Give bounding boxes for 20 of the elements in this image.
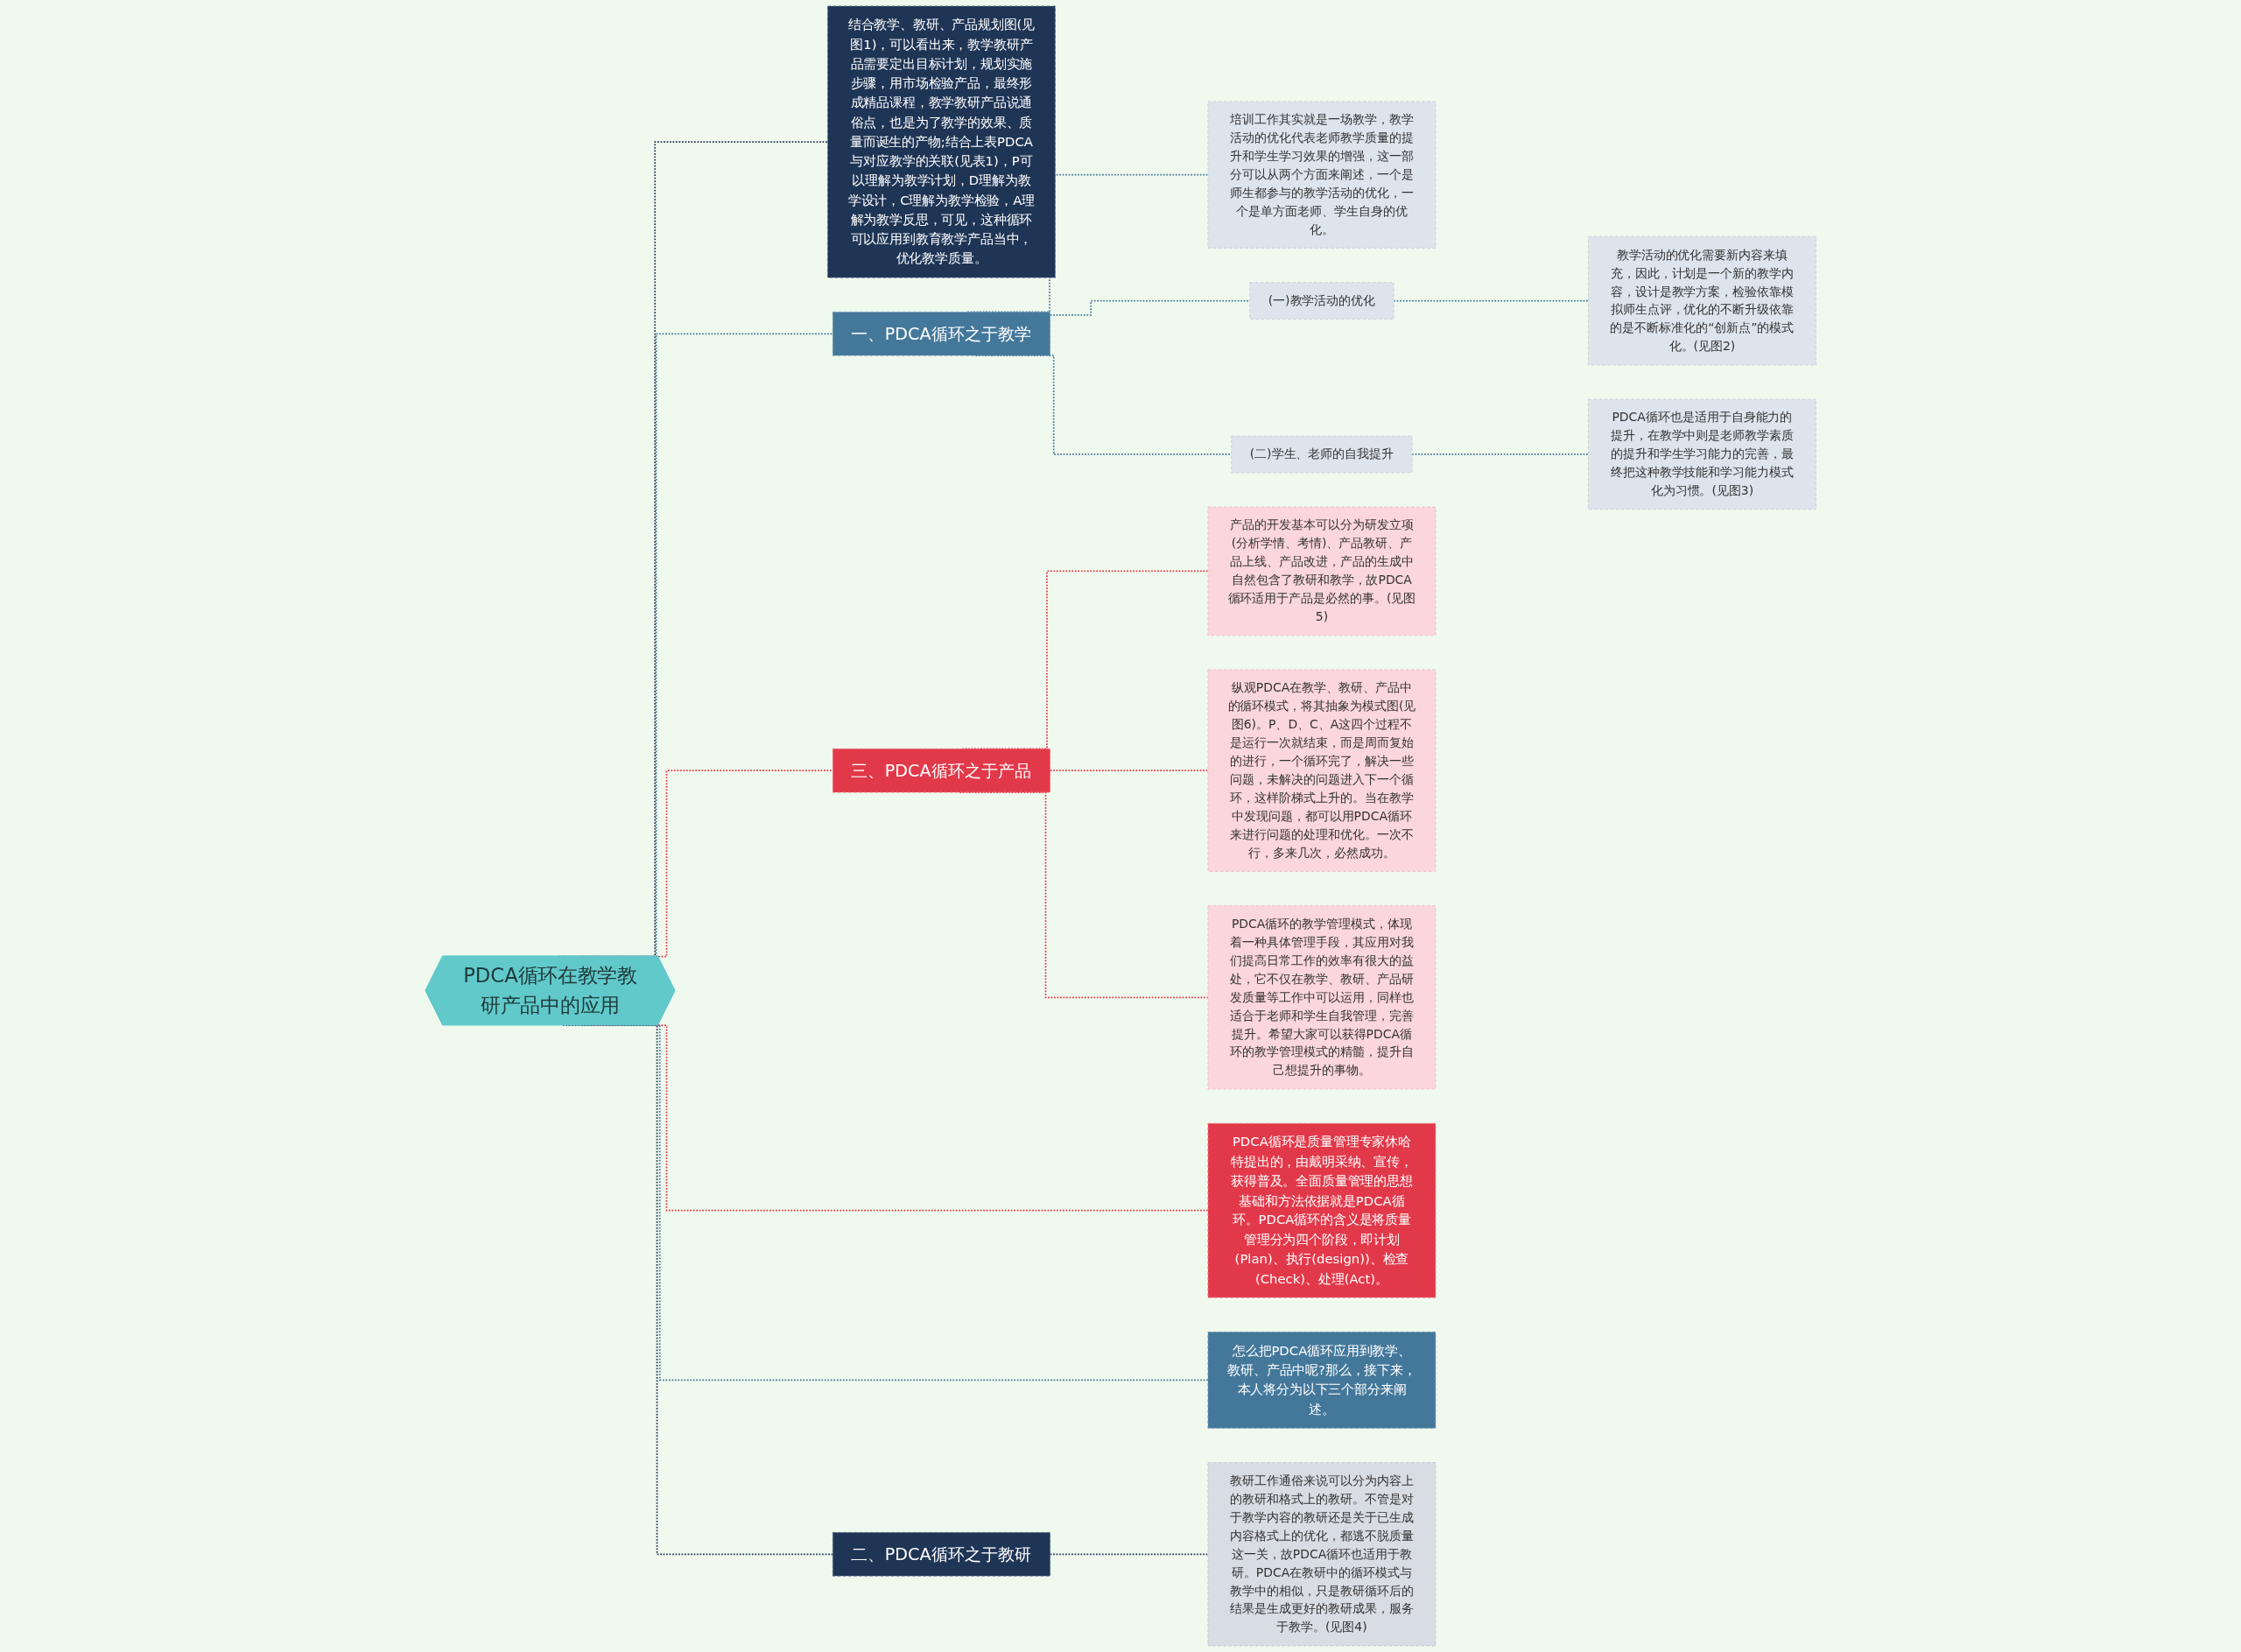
- node-box: (二)学生、老师的自我提升: [1231, 435, 1413, 474]
- connector: [1049, 299, 1251, 316]
- connector: [1049, 770, 1209, 772]
- node-box: 教学活动的优化需要新内容来填充，因此，计划是一个新的教学内容，设计是教学方案，检验依靠模拟师生点评，优化的不断升级依靠的是不断标准化的“创新点”的模式化。(见图2): [1587, 235, 1816, 366]
- node-box: 产品的开发基本可以分为研发立项(分析学情、考情)、产品教研、产品上线、产品改进，产品的生成中自然包含了教研和教学，故PDCA循环适用于产品是必然的事。(见图5): [1207, 506, 1437, 636]
- node-box: PDCA循环也是适用于自身能力的提升，在教学中则是老师教学素质的提升和学生学习能力的完善，最终把这种教学技能和学习能力模式化为习惯。(见图3): [1587, 398, 1816, 510]
- node-box: 怎么把PDCA循环应用到教学、教研、产品中呢?那么，接下来，本人将分为以下三个部分来阐述。: [1207, 1332, 1437, 1429]
- node-box: 一、PDCA循环之于教学: [832, 311, 1050, 356]
- node-box: 二、PDCA循环之于教研: [832, 1532, 1050, 1577]
- node-box: PDCA循环的教学管理模式，体现着一种具体管理手段，其应用对我们提高日常工作的效率有很大的益处，它不仅在教学、教研、产品研发质量等工作中可以运用，同样也适合于老师和学生自我管理，完善提升。希望大家可以获得PDCA循环的教学管理模式的精髓，提升自己想提升的事物。: [1207, 905, 1437, 1090]
- node-box: 结合教学、教研、产品规划图(见图1)，可以看出来，教学教研产品需要定出目标计划，规划实施步骤，用市场检验产品，最终形成精品课程，教学教研产品说通俗点，也是为了教学的效果、质量而诞生的产物;结合上表PDCA与对应教学的关联(见表1)，P可以理解为教学计划，D理解为教学设计，C理解为教学检验，A理解为教学反思，可见，这种循环可以应用到教育教学产品当中，优化教学质量。: [826, 5, 1056, 278]
- node-box: (一)教学活动的优化: [1249, 282, 1394, 320]
- connector: [1411, 453, 1590, 455]
- connector: [1393, 299, 1590, 302]
- node-box: 三、PDCA循环之于产品: [832, 748, 1050, 793]
- connector: [1049, 1553, 1209, 1556]
- node-box: 纵观PDCA在教学、教研、产品中的循环模式，将其抽象为模式图(见图6)。P、D、C、A这四个过程不是运行一次就结束，而是周而复始的进行，一个循环完了，解决一些问题，未解决的问题进入下一个循环，这样阶梯式上升的。当在教学中发现问题，都可以用PDCA循环来进行问题的处理和优化。一次不行，多来几次，必然成功。: [1207, 669, 1437, 872]
- node-box: 教研工作通俗来说可以分为内容上的教研和格式上的教研。不管是对于教学内容的教研还是关于已生成内容格式上的优化，都逃不脱质量这一关，故PDCA循环也适用于教研。PDCA在教研中的循环模式与教学中的相似，只是教研循环后的结果是生成更好的教研成果，服务于教学。(见图4): [1207, 1462, 1437, 1647]
- node-box: 培训工作其实就是一场教学，教学活动的优化代表老师教学质量的提升和学生学习效果的增强，这一部分可以从两个方面来阐述，一个是师生都参与的教学活动的优化，一个是单方面老师、学生自身的优化。: [1207, 101, 1437, 249]
- node-box: PDCA循环是质量管理专家休哈特提出的，由戴明采纳、宣传，获得普及。全面质量管理的思想基础和方法依据就是PDCA循环。PDCA循环的含义是将质量管理分为四个阶段，即计划(Plan)、执行(design))、检查(Check)、处理(Act)。: [1207, 1122, 1437, 1298]
